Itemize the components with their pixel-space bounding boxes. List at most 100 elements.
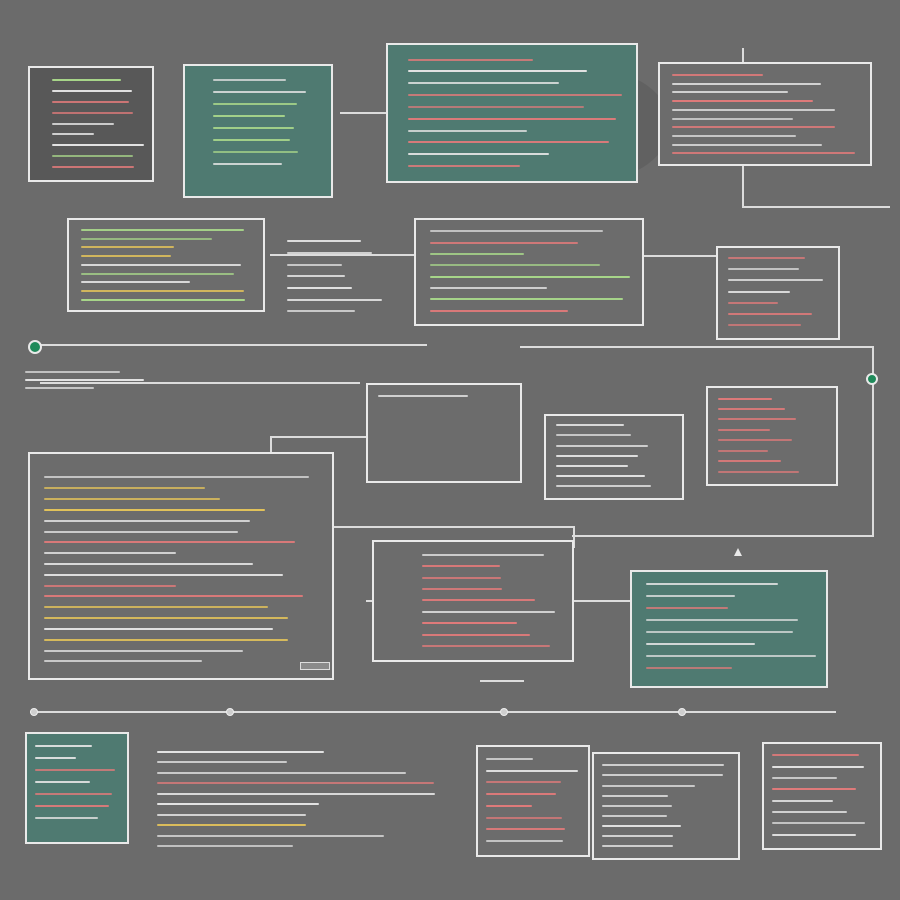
text-line — [672, 82, 821, 85]
window-panel — [658, 62, 872, 166]
window-panel — [630, 570, 828, 688]
window-panel — [366, 383, 522, 483]
text-line — [672, 143, 823, 146]
connector-line — [30, 711, 836, 713]
window-scrollbar[interactable] — [300, 662, 330, 670]
text-line — [556, 464, 629, 467]
text-line — [646, 667, 732, 670]
text-line — [672, 74, 764, 76]
text-block — [150, 738, 450, 860]
text-line — [213, 163, 282, 165]
text-line — [213, 91, 306, 93]
text-line — [486, 757, 533, 760]
text-line — [422, 633, 530, 636]
window-panel — [592, 752, 740, 860]
text-line — [556, 424, 625, 427]
text-line — [672, 117, 794, 120]
text-line — [486, 781, 562, 784]
text-line — [287, 252, 373, 255]
text-line — [556, 475, 646, 478]
text-line — [422, 622, 517, 625]
text-line — [772, 799, 834, 802]
text-line — [646, 583, 778, 586]
text-line — [772, 777, 837, 780]
text-line — [728, 324, 802, 327]
text-line — [422, 553, 544, 556]
connector-line — [560, 600, 630, 602]
text-line — [602, 834, 673, 837]
text-line — [718, 449, 768, 452]
text-line — [408, 153, 550, 156]
text-line — [718, 439, 793, 442]
text-line — [35, 744, 92, 747]
text-line — [81, 263, 242, 266]
text-line — [718, 460, 782, 463]
text-line — [408, 141, 609, 144]
text-line — [718, 470, 799, 473]
text-line — [718, 418, 796, 421]
text-line — [157, 782, 434, 785]
window-panel — [28, 452, 334, 680]
text-line — [772, 810, 848, 813]
text-line — [556, 434, 631, 437]
connector-line — [340, 112, 386, 114]
text-line — [422, 565, 500, 568]
text-line — [728, 257, 806, 259]
text-line — [44, 638, 289, 641]
window-panel — [372, 540, 574, 662]
text-line — [486, 828, 566, 831]
text-line — [718, 397, 772, 400]
text-line — [287, 240, 362, 243]
text-line — [25, 378, 144, 381]
text-line — [672, 152, 855, 155]
text-line — [81, 255, 171, 258]
text-line — [44, 519, 250, 522]
connector-line — [40, 382, 360, 384]
text-line — [44, 476, 310, 479]
text-line — [52, 79, 121, 82]
text-line — [287, 298, 383, 301]
text-line — [772, 788, 856, 791]
text-line — [44, 541, 296, 544]
window-panel — [476, 745, 590, 857]
text-line — [430, 230, 604, 233]
text-line — [430, 309, 569, 312]
text-line — [728, 301, 779, 304]
window-panel — [386, 43, 638, 183]
connector-line — [480, 680, 524, 682]
text-line — [44, 584, 176, 587]
connector-line — [270, 436, 272, 454]
text-line — [44, 660, 202, 663]
text-line — [44, 617, 288, 620]
timeline-dot-icon — [30, 708, 38, 716]
text-line — [44, 649, 243, 652]
text-line — [52, 100, 130, 103]
text-line — [602, 814, 667, 817]
text-line — [486, 816, 563, 819]
text-line — [772, 754, 859, 757]
text-line — [81, 272, 235, 275]
text-line — [422, 599, 536, 602]
text-line — [422, 645, 550, 648]
text-line — [422, 610, 556, 613]
window-panel — [544, 414, 684, 500]
text-line — [408, 94, 622, 97]
text-line — [646, 643, 755, 646]
text-line — [602, 804, 673, 807]
text-line — [430, 286, 548, 289]
timeline-dot-icon — [678, 708, 686, 716]
text-line — [672, 91, 789, 94]
text-line — [81, 289, 245, 292]
text-line — [486, 769, 578, 772]
connector-line — [330, 526, 575, 528]
text-line — [81, 298, 246, 301]
text-line — [35, 816, 99, 819]
text-line — [408, 70, 587, 73]
connector-line — [742, 206, 890, 208]
text-line — [408, 58, 534, 61]
connector-line — [642, 255, 718, 257]
text-line — [157, 761, 287, 764]
window-panel — [28, 66, 154, 182]
text-line — [81, 281, 191, 284]
